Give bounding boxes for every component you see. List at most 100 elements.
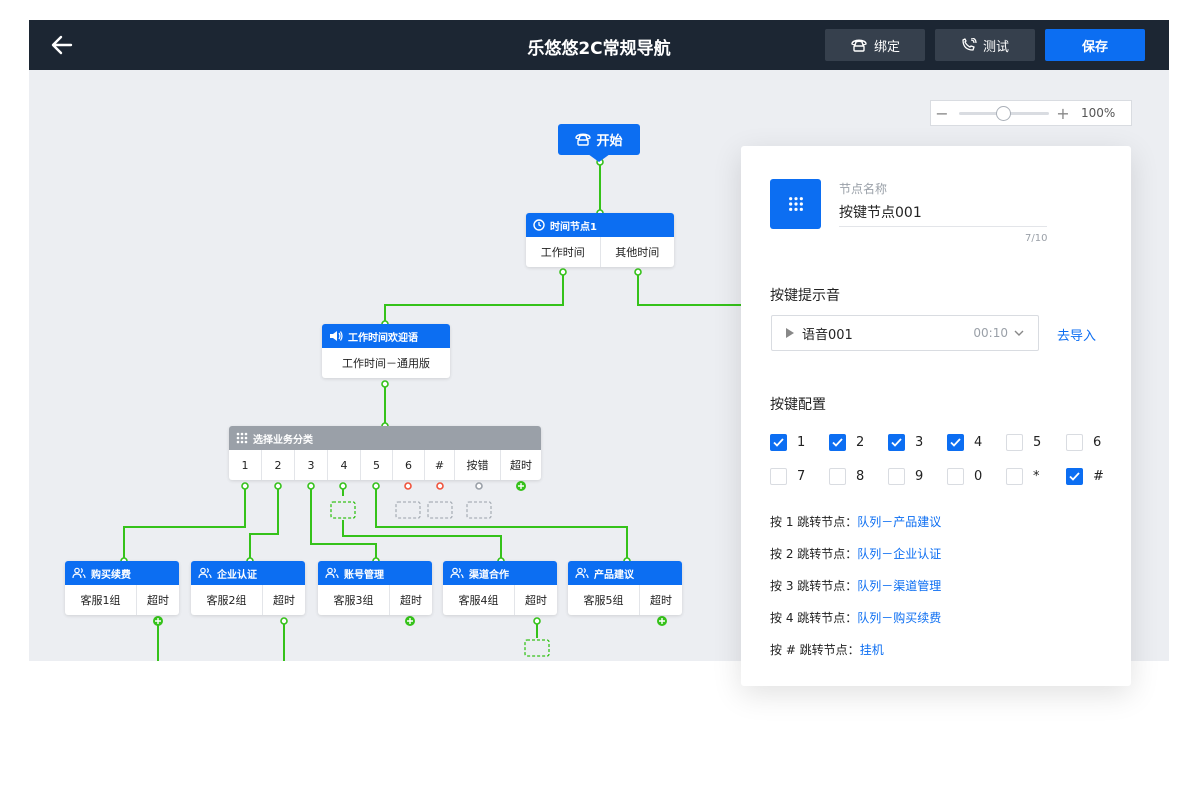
key-checkbox-3[interactable]: 3 bbox=[888, 434, 923, 451]
key-checkbox-4[interactable]: 4 bbox=[947, 434, 982, 451]
start-node-pointer bbox=[588, 154, 610, 162]
queue-node-1[interactable]: 购买续费 客服1组 超时 bbox=[65, 561, 179, 615]
queue-node-5[interactable]: 产品建议 客服5组 超时 bbox=[568, 561, 682, 615]
jump-target-link[interactable]: 挂机 bbox=[859, 643, 884, 657]
key-1[interactable]: 1 bbox=[229, 450, 262, 480]
key-checkbox-8[interactable]: 8 bbox=[829, 468, 864, 485]
key-checkbox-5[interactable]: 5 bbox=[1006, 434, 1041, 451]
queue-timeout[interactable]: 超时 bbox=[525, 594, 547, 607]
clock-icon bbox=[533, 219, 545, 231]
test-button[interactable]: 测试 bbox=[935, 29, 1035, 61]
zoom-slider-knob[interactable] bbox=[996, 105, 1011, 121]
checkbox[interactable] bbox=[1006, 434, 1023, 451]
select-node-title: 选择业务分类 bbox=[253, 434, 313, 446]
key-checkbox-2[interactable]: 2 bbox=[829, 434, 864, 451]
queue-node-row: 客服1组 超时 bbox=[65, 585, 179, 615]
queue-node-title: 账号管理 bbox=[344, 569, 384, 581]
branch-other-time[interactable]: 其他时间 bbox=[615, 246, 660, 259]
jump-label: 按 4 跳转节点： bbox=[770, 611, 858, 625]
jump-target-link[interactable]: 队列－购买续费 bbox=[857, 611, 942, 625]
zoom-control: − + 100% bbox=[930, 100, 1132, 126]
key-3[interactable]: 3 bbox=[295, 450, 328, 480]
key-checkbox-1[interactable]: 1 bbox=[770, 434, 805, 451]
key-checkbox-6[interactable]: 6 bbox=[1066, 434, 1101, 451]
key-checkbox-star[interactable]: * bbox=[1006, 468, 1040, 485]
checkbox[interactable] bbox=[770, 468, 787, 485]
bind-button[interactable]: 绑定 bbox=[825, 29, 925, 61]
queue-group[interactable]: 客服4组 bbox=[443, 585, 515, 615]
checkbox[interactable] bbox=[829, 434, 846, 451]
checkbox[interactable] bbox=[947, 468, 964, 485]
welcome-node[interactable]: 工作时间欢迎语 工作时间－通用版 bbox=[322, 324, 450, 378]
key-4[interactable]: 4 bbox=[328, 450, 361, 480]
checkbox[interactable] bbox=[770, 434, 787, 451]
queue-group[interactable]: 客服5组 bbox=[568, 585, 640, 615]
checkbox[interactable] bbox=[1066, 468, 1083, 485]
key-checkbox-9[interactable]: 9 bbox=[888, 468, 923, 485]
queue-timeout[interactable]: 超时 bbox=[147, 594, 169, 607]
queue-timeout[interactable]: 超时 bbox=[400, 594, 422, 607]
queue-group[interactable]: 客服2组 bbox=[191, 585, 263, 615]
checkbox-label: 7 bbox=[797, 469, 806, 484]
zoom-out-button[interactable]: − bbox=[935, 103, 949, 123]
node-name-input[interactable] bbox=[839, 204, 1047, 227]
play-icon[interactable] bbox=[786, 328, 794, 338]
connector-key5-queue5 bbox=[375, 486, 628, 561]
checkbox[interactable] bbox=[888, 468, 905, 485]
key-timeout[interactable]: 超时 bbox=[510, 459, 532, 472]
keypad-icon bbox=[770, 179, 821, 229]
queue-group[interactable]: 客服1组 bbox=[65, 585, 137, 615]
key-hash[interactable]: # bbox=[425, 450, 455, 480]
connector-key3-queue3 bbox=[310, 486, 377, 561]
key-2[interactable]: 2 bbox=[262, 450, 295, 480]
queue-timeout[interactable]: 超时 bbox=[650, 594, 672, 607]
connector-key1-queue1 bbox=[123, 486, 246, 561]
jump-target-link[interactable]: 队列－企业认证 bbox=[857, 547, 942, 561]
key-5[interactable]: 5 bbox=[361, 450, 393, 480]
queue-node-header: 企业认证 bbox=[191, 561, 305, 585]
welcome-node-header: 工作时间欢迎语 bbox=[322, 324, 450, 348]
queue-timeout[interactable]: 超时 bbox=[273, 594, 295, 607]
jump-rule-1: 按 1 跳转节点：队列－产品建议 bbox=[770, 513, 941, 530]
welcome-node-body: 工作时间－通用版 bbox=[322, 348, 450, 378]
time-node[interactable]: 时间节点1 工作时间 其他时间 bbox=[526, 213, 674, 267]
arrow-left-icon[interactable] bbox=[49, 32, 75, 58]
jump-target-link[interactable]: 队列－产品建议 bbox=[857, 515, 942, 529]
key-checkbox-hash[interactable]: # bbox=[1066, 468, 1104, 485]
key-wrong[interactable]: 按错 bbox=[455, 450, 501, 480]
select-node-keys: 1 2 3 4 5 6 # 按错 超时 bbox=[229, 450, 541, 480]
welcome-node-content[interactable]: 工作时间－通用版 bbox=[342, 357, 430, 370]
checkbox[interactable] bbox=[888, 434, 905, 451]
import-link[interactable]: 去导入 bbox=[1057, 329, 1097, 344]
jump-target-link[interactable]: 队列－渠道管理 bbox=[857, 579, 942, 593]
checkbox-label: 0 bbox=[974, 469, 983, 484]
jump-rule-3: 按 3 跳转节点：队列－渠道管理 bbox=[770, 577, 941, 594]
audio-select[interactable]: 语音001 00:10 bbox=[771, 315, 1039, 351]
jump-label: 按 # 跳转节点： bbox=[770, 643, 860, 657]
zoom-slider[interactable] bbox=[959, 105, 1049, 121]
checkbox[interactable] bbox=[1066, 434, 1083, 451]
flow-canvas[interactable]: − + 100% 开始 时间节点1 工作时间 其他时间 bbox=[29, 70, 1169, 661]
select-node[interactable]: 选择业务分类 1 2 3 4 5 6 # 按错 超时 bbox=[229, 426, 541, 480]
keypad-icon bbox=[236, 432, 248, 444]
queue-group[interactable]: 客服3组 bbox=[318, 585, 390, 615]
zoom-in-button[interactable]: + bbox=[1056, 103, 1070, 123]
checkbox[interactable] bbox=[829, 468, 846, 485]
key-checkbox-7[interactable]: 7 bbox=[770, 468, 805, 485]
queue-node-header: 产品建议 bbox=[568, 561, 682, 585]
checkbox[interactable] bbox=[1006, 468, 1023, 485]
queue-node-2[interactable]: 企业认证 客服2组 超时 bbox=[191, 561, 305, 615]
checkbox-label: 8 bbox=[856, 469, 865, 484]
jump-rule-2: 按 2 跳转节点：队列－企业认证 bbox=[770, 545, 941, 562]
key-6[interactable]: 6 bbox=[393, 450, 425, 480]
branch-work-time[interactable]: 工作时间 bbox=[526, 237, 601, 267]
checkbox-label: 4 bbox=[974, 435, 983, 450]
queue-node-3[interactable]: 账号管理 客服3组 超时 bbox=[318, 561, 432, 615]
queue-node-4[interactable]: 渠道合作 客服4组 超时 bbox=[443, 561, 557, 615]
checkbox[interactable] bbox=[947, 434, 964, 451]
start-node[interactable]: 开始 bbox=[558, 124, 640, 155]
key-checkbox-0[interactable]: 0 bbox=[947, 468, 982, 485]
queue-node-row: 客服2组 超时 bbox=[191, 585, 305, 615]
save-button[interactable]: 保存 bbox=[1045, 29, 1145, 61]
queue-node-title: 渠道合作 bbox=[469, 569, 509, 581]
